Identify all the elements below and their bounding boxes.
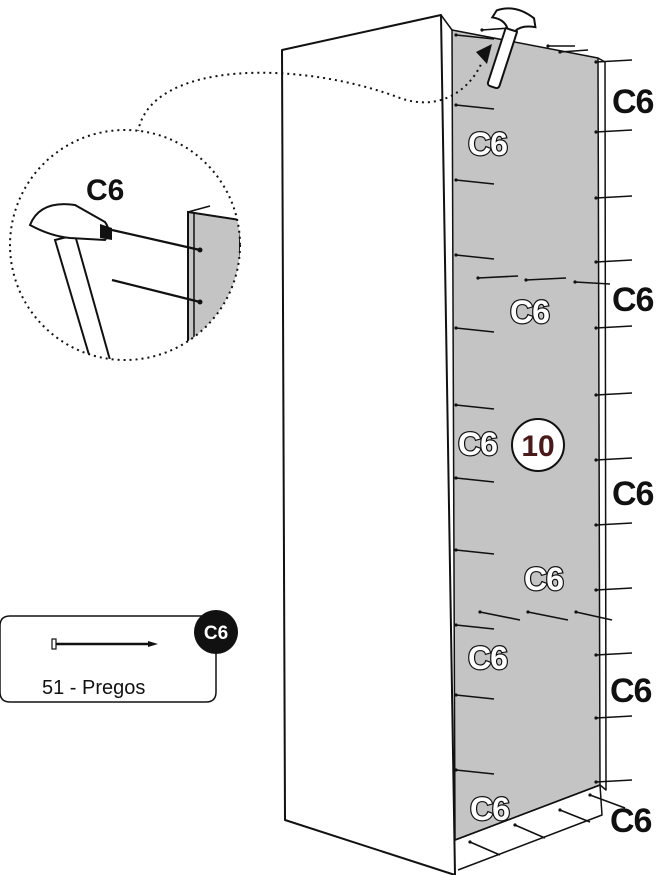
legend-code: C6 <box>204 623 228 644</box>
label-c6-right-5: C6 <box>610 802 652 840</box>
nail-right-10-head <box>594 653 598 657</box>
nail-left-5 <box>455 327 495 333</box>
nail-left-11 <box>455 769 495 775</box>
nail-bottom-4 <box>589 794 626 809</box>
label-c6-inner-2: C6 <box>510 294 549 330</box>
step-number: 10 <box>521 430 554 463</box>
nail-shelf-b-3-head <box>574 610 578 614</box>
nail-right-1 <box>595 59 633 63</box>
nail-left-10 <box>455 694 495 700</box>
label-c6-right-4: C6 <box>610 672 652 710</box>
hammer-icon <box>486 7 537 90</box>
nail-right-3 <box>595 195 633 199</box>
nail-right-5 <box>595 325 633 329</box>
nail-right-4 <box>595 259 633 263</box>
nail-right-11-head <box>594 716 598 720</box>
nail-right-5-head <box>594 326 598 330</box>
label-c6-right-2: C6 <box>612 281 654 319</box>
nail-bottom-1-head <box>468 840 472 844</box>
legend-caption: 51 - Pregos <box>42 677 145 699</box>
nail-left-3-head <box>454 178 458 182</box>
nail-right-2-head <box>594 130 598 134</box>
nail-shelf-b-1 <box>479 611 521 621</box>
nail-shelf-b-2 <box>527 611 569 621</box>
nail-bottom-2 <box>514 824 546 839</box>
nail-left-6-head <box>454 403 458 407</box>
nail-right-12-head <box>594 780 598 784</box>
nail-left-10-head <box>454 693 458 697</box>
nail-right-9 <box>595 587 633 591</box>
nail-top-3 <box>559 49 589 53</box>
nail-shelf-b-2-head <box>526 610 530 614</box>
callout-arrowhead <box>476 44 492 64</box>
nail-right-7 <box>595 457 633 461</box>
nail-shelf-a-1 <box>477 275 519 279</box>
nail-bottom-1 <box>469 841 501 856</box>
bottom-plinth <box>454 784 603 871</box>
zoom-part-label: C6 <box>86 174 124 207</box>
nail-shelf-b-1-head <box>478 610 482 614</box>
nail-bottom-2-head <box>513 823 517 827</box>
nail-left-2 <box>455 104 495 110</box>
nail-shelf-a-2 <box>525 277 567 281</box>
nail-bottom-4-head <box>588 793 592 797</box>
nail-left-2-head <box>454 103 458 107</box>
rear-frame-edge <box>597 57 607 791</box>
nail-right-4-head <box>594 260 598 264</box>
nail-top-2-head <box>546 44 550 48</box>
label-c6-inner-4: C6 <box>524 561 563 597</box>
nail-right-6-head <box>594 393 598 397</box>
nail-shelf-b-3 <box>575 611 613 621</box>
nail-left-5-head <box>454 326 458 330</box>
label-c6-inner-5: C6 <box>468 640 507 676</box>
nail-left-9 <box>455 624 495 630</box>
nail-right-3-head <box>594 196 598 200</box>
nail-shelf-a-1-head <box>476 276 480 280</box>
callout-connector <box>137 61 483 133</box>
nail-right-8-head <box>594 523 598 527</box>
nail-left-4-head <box>454 253 458 257</box>
nail-left-8-head <box>454 548 458 552</box>
nail-left-7 <box>455 477 495 483</box>
nail-left-3 <box>455 179 495 185</box>
nail-top-1-head <box>480 28 484 32</box>
nail-left-1-head <box>454 33 458 37</box>
side-panel <box>281 14 456 875</box>
nail-shelf-a-2-head <box>524 278 528 282</box>
zoom-hammer-icon <box>28 203 112 360</box>
legend-badge <box>194 610 238 654</box>
label-c6-right-1: C6 <box>612 83 654 121</box>
step-badge <box>511 418 565 472</box>
nail-shelf-a-3 <box>574 281 611 285</box>
nail-bottom-3 <box>559 809 591 823</box>
nail-left-4 <box>455 254 495 260</box>
label-c6-right-3: C6 <box>612 475 654 513</box>
nail-right-8 <box>595 522 633 526</box>
nail-right-11 <box>595 715 633 719</box>
nail-shelf-a-3-head <box>573 280 577 284</box>
nail-left-7-head <box>454 476 458 480</box>
nail-top-3-head <box>558 50 562 54</box>
label-c6-inner-1: C6 <box>468 126 507 162</box>
nail-left-11-head <box>454 768 458 772</box>
label-c6-inner-6: C6 <box>470 791 509 827</box>
nail-right-12 <box>595 779 633 783</box>
parts-legend: C6 51 - Pregos <box>0 610 238 703</box>
nail-left-8 <box>455 549 495 555</box>
top-rail <box>440 14 453 31</box>
zoom-detail: C6 <box>9 129 241 361</box>
nail-bottom-3-head <box>558 808 562 812</box>
nail-left-9-head <box>454 623 458 627</box>
nail-right-9-head <box>594 588 598 592</box>
nail-icon <box>51 638 158 650</box>
nail-left-1 <box>455 34 495 40</box>
label-c6-inner-3: C6 <box>458 426 497 462</box>
nail-right-1-head <box>594 60 598 64</box>
nail-right-10 <box>595 652 633 656</box>
nail-right-7-head <box>594 458 598 462</box>
nail-right-6 <box>595 392 633 396</box>
nail-left-6 <box>455 404 495 410</box>
nail-right-2 <box>595 129 633 133</box>
